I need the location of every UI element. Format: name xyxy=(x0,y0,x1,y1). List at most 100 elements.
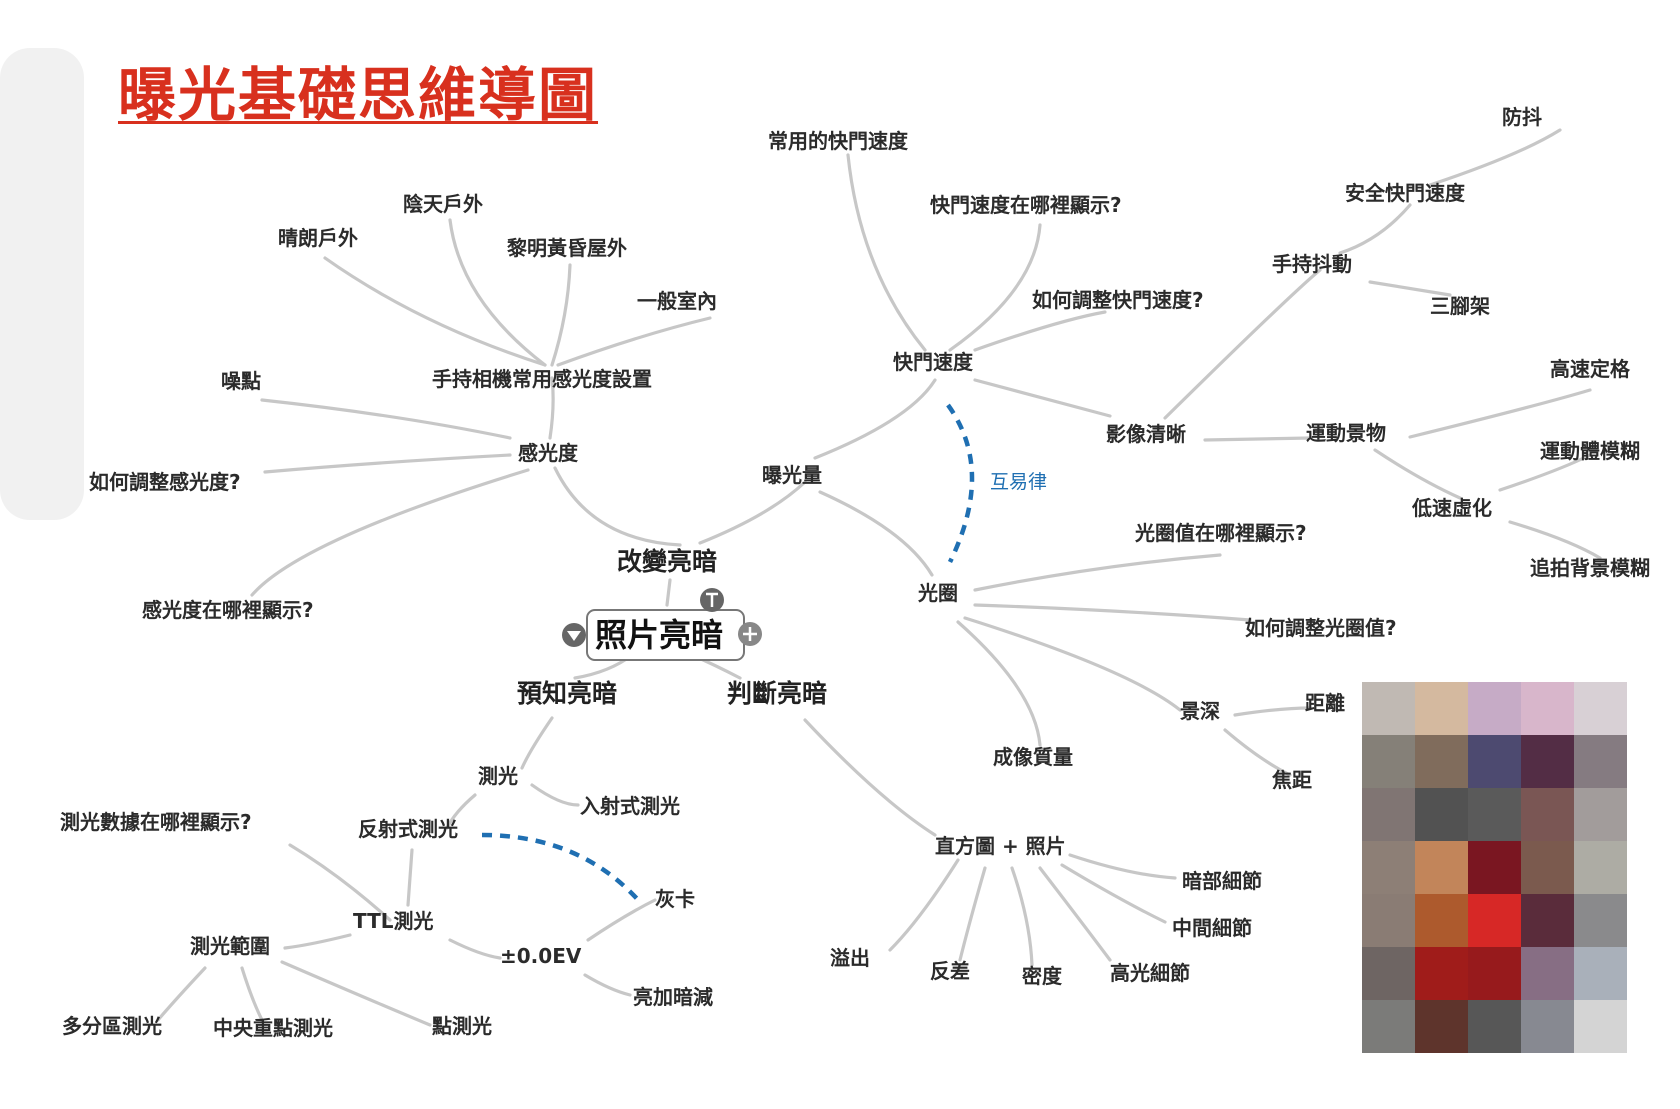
topic-icon[interactable] xyxy=(700,588,724,612)
node-shutter-adjust[interactable]: 如何調整快門速度? xyxy=(1032,288,1204,312)
node-shadow[interactable]: 暗部細節 xyxy=(1182,869,1262,893)
link-range-center xyxy=(240,966,264,1022)
mosaic-tile xyxy=(1415,788,1468,841)
node-focal[interactable]: 焦距 xyxy=(1272,768,1312,792)
node-iso-adjust[interactable]: 如何調整感光度? xyxy=(89,470,241,494)
node-tripod[interactable]: 三腳架 xyxy=(1430,294,1490,318)
node-reflective[interactable]: 反射式測光 xyxy=(358,817,458,841)
branch-change-label[interactable]: 改變亮暗 xyxy=(617,547,717,576)
node-iso[interactable]: 感光度 xyxy=(518,441,579,465)
node-density[interactable]: 密度 xyxy=(1022,964,1063,988)
node-bright-add[interactable]: 亮加暗減 xyxy=(633,985,713,1009)
link-shutter-common xyxy=(846,153,927,352)
link-change-iso xyxy=(553,466,682,547)
node-common-shutter[interactable]: 常用的快門速度 xyxy=(768,129,909,153)
node-spot[interactable]: 點測光 xyxy=(432,1014,492,1038)
node-motion[interactable]: 運動景物 xyxy=(1306,421,1386,445)
node-meter-range[interactable]: 測光範圍 xyxy=(190,934,270,958)
mosaic-tile xyxy=(1468,841,1521,894)
link-exposure-shutter xyxy=(813,378,937,460)
link-ttl-display xyxy=(288,843,392,922)
node-sunny[interactable]: 晴朗戶外 xyxy=(278,226,358,250)
link-ev0-graycard xyxy=(586,898,657,942)
mosaic-tile xyxy=(1415,682,1468,735)
collapse-icon[interactable] xyxy=(562,623,586,647)
node-motion-blur[interactable]: 運動體模糊 xyxy=(1540,439,1640,463)
node-ttl[interactable]: TTL測光 xyxy=(353,909,434,933)
node-histogram[interactable]: 直方圖 + 照片 xyxy=(935,834,1066,858)
node-matrix[interactable]: 多分區測光 xyxy=(62,1014,162,1038)
node-shutter[interactable]: 快門速度 xyxy=(893,350,974,374)
link-histogram-highlight xyxy=(1038,866,1112,962)
node-safe-shutter[interactable]: 安全快門速度 xyxy=(1345,181,1466,205)
link-handheld-cloudy xyxy=(448,218,547,367)
mosaic-tile xyxy=(1468,682,1521,735)
node-overflow[interactable]: 溢出 xyxy=(830,946,870,970)
link-sharp-handshake xyxy=(1163,268,1322,420)
mosaic-tile xyxy=(1521,788,1574,841)
mosaic-tile xyxy=(1362,1000,1415,1053)
link-safe-antishake xyxy=(1428,128,1562,187)
mosaic-tile xyxy=(1415,841,1468,894)
node-noise[interactable]: 噪點 xyxy=(221,369,261,393)
link-histogram-density xyxy=(1010,866,1034,967)
branch-judge-label[interactable]: 判斷亮暗 xyxy=(727,679,827,708)
add-icon[interactable] xyxy=(738,622,762,646)
node-dawn[interactable]: 黎明黃昏屋外 xyxy=(507,236,627,260)
branch-predict-label[interactable]: 預知亮暗 xyxy=(517,679,617,708)
link-ev0-brightadd xyxy=(583,973,632,997)
node-sharp[interactable]: 影像清晰 xyxy=(1106,422,1186,446)
mosaic-tile xyxy=(1468,788,1521,841)
mosaic-tile xyxy=(1521,682,1574,735)
node-midtone[interactable]: 中間細節 xyxy=(1172,916,1252,940)
node-shutter-display[interactable]: 快門速度在哪裡顯示? xyxy=(930,193,1122,217)
connector-lines xyxy=(156,128,1602,1027)
link-iso-noise xyxy=(260,398,512,440)
mosaic-tile xyxy=(1574,788,1627,841)
link-shutter-display xyxy=(948,223,1042,352)
node-contrast[interactable]: 反差 xyxy=(930,959,970,983)
node-aperture-adjust[interactable]: 如何調整光圈值? xyxy=(1245,616,1397,640)
mosaic-tile xyxy=(1574,682,1627,735)
link-motion-slow xyxy=(1373,448,1462,500)
mosaic-tile xyxy=(1521,735,1574,788)
node-dof[interactable]: 景深 xyxy=(1180,699,1220,723)
node-incident[interactable]: 入射式測光 xyxy=(580,794,680,818)
node-pan-blur[interactable]: 追拍背景模糊 xyxy=(1530,556,1650,580)
link-handshake-tripod xyxy=(1368,280,1452,297)
node-ev0[interactable]: ±0.0EV xyxy=(500,944,582,968)
node-highlight[interactable]: 高光細節 xyxy=(1110,961,1190,985)
mosaic-tile xyxy=(1362,788,1415,841)
node-handshake[interactable]: 手持抖動 xyxy=(1272,252,1352,276)
node-meter-display[interactable]: 測光數據在哪裡顯示? xyxy=(60,810,252,834)
link-metering-incident xyxy=(530,783,580,807)
node-graycard[interactable]: 灰卡 xyxy=(655,887,695,911)
link-range-matrix xyxy=(156,966,207,1022)
node-indoor[interactable]: 一般室內 xyxy=(637,289,717,313)
node-quality[interactable]: 成像質量 xyxy=(993,745,1073,769)
node-aperture-display[interactable]: 光圈值在哪裡顯示? xyxy=(1134,521,1307,545)
link-iso-display xyxy=(250,468,530,597)
mosaic-tile xyxy=(1521,1000,1574,1053)
link-sharp-motion xyxy=(1203,436,1312,442)
root-node-label[interactable]: 照片亮暗 xyxy=(595,616,723,654)
node-iso-handheld[interactable]: 手持相機常用感光度設置 xyxy=(432,367,652,391)
node-freeze[interactable]: 高速定格 xyxy=(1550,357,1631,381)
link-range-spot xyxy=(280,960,432,1027)
node-center[interactable]: 中央重點測光 xyxy=(213,1016,333,1040)
node-reciprocity[interactable]: 互易律 xyxy=(990,471,1047,493)
link-iso-handheld xyxy=(548,376,555,440)
link-histogram-contrast xyxy=(958,866,987,962)
node-antishake[interactable]: 防抖 xyxy=(1502,105,1542,129)
node-iso-display[interactable]: 感光度在哪裡顯示? xyxy=(142,598,314,622)
node-aperture[interactable]: 光圈 xyxy=(917,581,958,605)
mosaic-tile xyxy=(1574,947,1627,1000)
mosaic-tile xyxy=(1415,947,1468,1000)
node-exposure[interactable]: 曝光量 xyxy=(762,463,822,487)
node-slow-blur[interactable]: 低速虛化 xyxy=(1411,496,1492,520)
node-cloudy[interactable]: 陰天戶外 xyxy=(403,192,483,216)
node-metering[interactable]: 測光 xyxy=(478,764,518,788)
node-distance[interactable]: 距離 xyxy=(1305,691,1345,715)
mosaic-tile xyxy=(1362,841,1415,894)
